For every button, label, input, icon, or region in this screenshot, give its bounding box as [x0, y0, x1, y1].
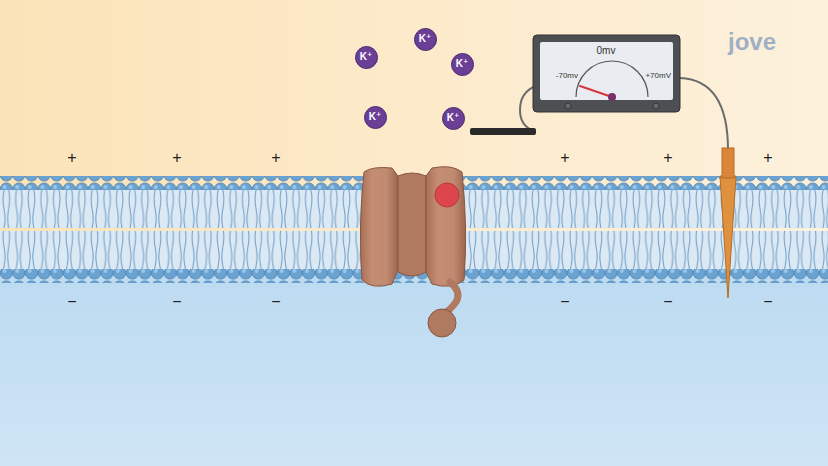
ion-label: K⁺: [456, 59, 469, 69]
meter-dial: 0mv -70mv +70mV: [540, 42, 673, 100]
zero-reading: 0mv: [597, 46, 616, 56]
potassium-ion: K⁺: [355, 46, 378, 69]
charge-sign: −: [763, 294, 772, 310]
potassium-ion: K⁺: [364, 106, 387, 129]
scale-mark: +70mV: [645, 72, 671, 80]
charge-sign: −: [172, 294, 181, 310]
charge-sign: +: [763, 150, 772, 166]
charge-sign: +: [172, 150, 181, 166]
charge-sign: +: [663, 150, 672, 166]
charge-sign: +: [67, 150, 76, 166]
potassium-ion: K⁺: [451, 53, 474, 76]
charge-sign: +: [271, 150, 280, 166]
ion-label: K⁺: [369, 112, 382, 122]
ion-label: K⁺: [360, 52, 373, 62]
charge-sign: −: [67, 294, 76, 310]
charge-sign: −: [560, 294, 569, 310]
ion-label: K⁺: [447, 113, 460, 123]
charge-sign: −: [663, 294, 672, 310]
ion-label: K⁺: [419, 34, 432, 44]
microelectrode: [720, 176, 736, 298]
bath-electrode: [470, 128, 536, 135]
potassium-channel: [360, 167, 465, 337]
potassium-ion: K⁺: [442, 107, 465, 130]
voltmeter: [533, 35, 680, 112]
charge-sign: +: [560, 150, 569, 166]
charge-sign: −: [271, 294, 280, 310]
watermark: jove: [728, 30, 776, 54]
potassium-ion: K⁺: [414, 28, 437, 51]
scale-mark: -70mv: [556, 72, 578, 80]
